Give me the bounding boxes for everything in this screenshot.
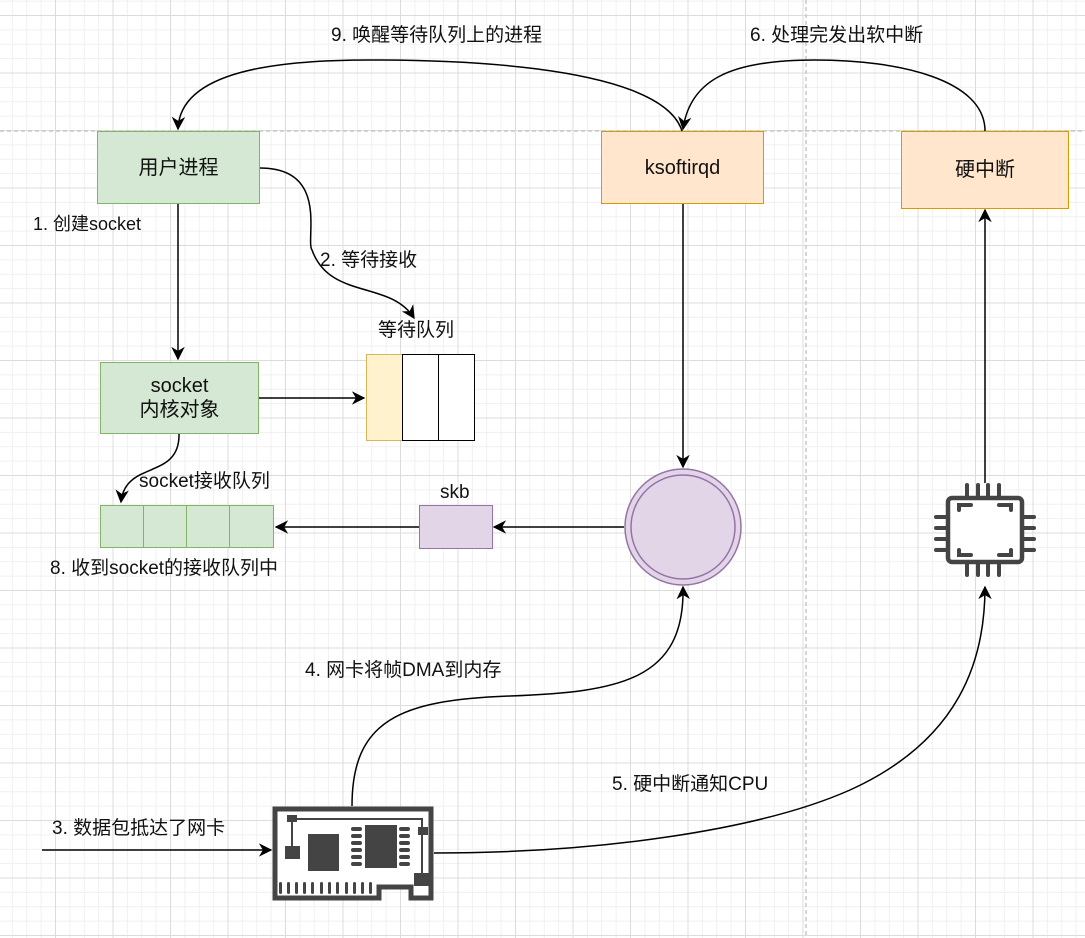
recv-queue-cell	[186, 505, 230, 548]
wait-queue-cell-head	[366, 354, 403, 441]
ksoftirqd-node[interactable]: ksoftirqd	[601, 131, 764, 204]
wait-queue[interactable]	[366, 354, 475, 441]
step-2-label: 2. 等待接收	[320, 250, 418, 271]
step-5-label: 5. 硬中断通知CPU	[612, 774, 769, 795]
network-card-icon	[272, 806, 434, 901]
wait-queue-title: 等待队列	[378, 320, 455, 341]
edge-wait-recv	[259, 167, 415, 320]
skb-node[interactable]	[419, 505, 493, 549]
recv-queue-cell	[229, 505, 274, 548]
edge-socket-recvqueue	[115, 433, 180, 504]
recv-queue-cell	[100, 505, 144, 548]
edge-softirq	[678, 59, 986, 132]
edge-hardirq-notify	[433, 585, 992, 854]
user-process-node[interactable]: 用户进程	[97, 131, 260, 204]
recv-queue-title: socket接收队列	[139, 471, 270, 492]
step-9-label: 9. 唤醒等待队列上的进程	[331, 25, 543, 46]
wait-queue-cell	[402, 354, 439, 441]
recv-queue-cell	[143, 505, 187, 548]
skb-title: skb	[440, 482, 470, 503]
step-3-label: 3. 数据包抵达了网卡	[52, 818, 226, 839]
user-process-label: 用户进程	[138, 156, 219, 179]
hard-interrupt-node[interactable]: 硬中断	[901, 131, 1069, 209]
wait-queue-cell	[438, 354, 475, 441]
step-8-label: 8. 收到socket的接收队列中	[50, 558, 279, 579]
hard-interrupt-label: 硬中断	[955, 159, 1015, 181]
socket-recv-queue[interactable]	[100, 505, 274, 548]
edge-wake-process	[171, 59, 683, 132]
step-4-label: 4. 网卡将帧DMA到内存	[305, 660, 502, 681]
step-1-label: 1. 创建socket	[33, 214, 142, 234]
memory-ring-icon	[624, 468, 742, 586]
socket-label: socket	[150, 375, 209, 397]
kernel-object-label: 内核对象	[139, 399, 220, 421]
cpu-chip-icon	[934, 483, 1036, 577]
ksoftirqd-label: ksoftirqd	[644, 156, 721, 179]
step-6-label: 6. 处理完发出软中断	[750, 25, 924, 46]
edge-dma	[351, 585, 691, 807]
socket-kernel-object-node[interactable]: socket 内核对象	[100, 362, 259, 434]
